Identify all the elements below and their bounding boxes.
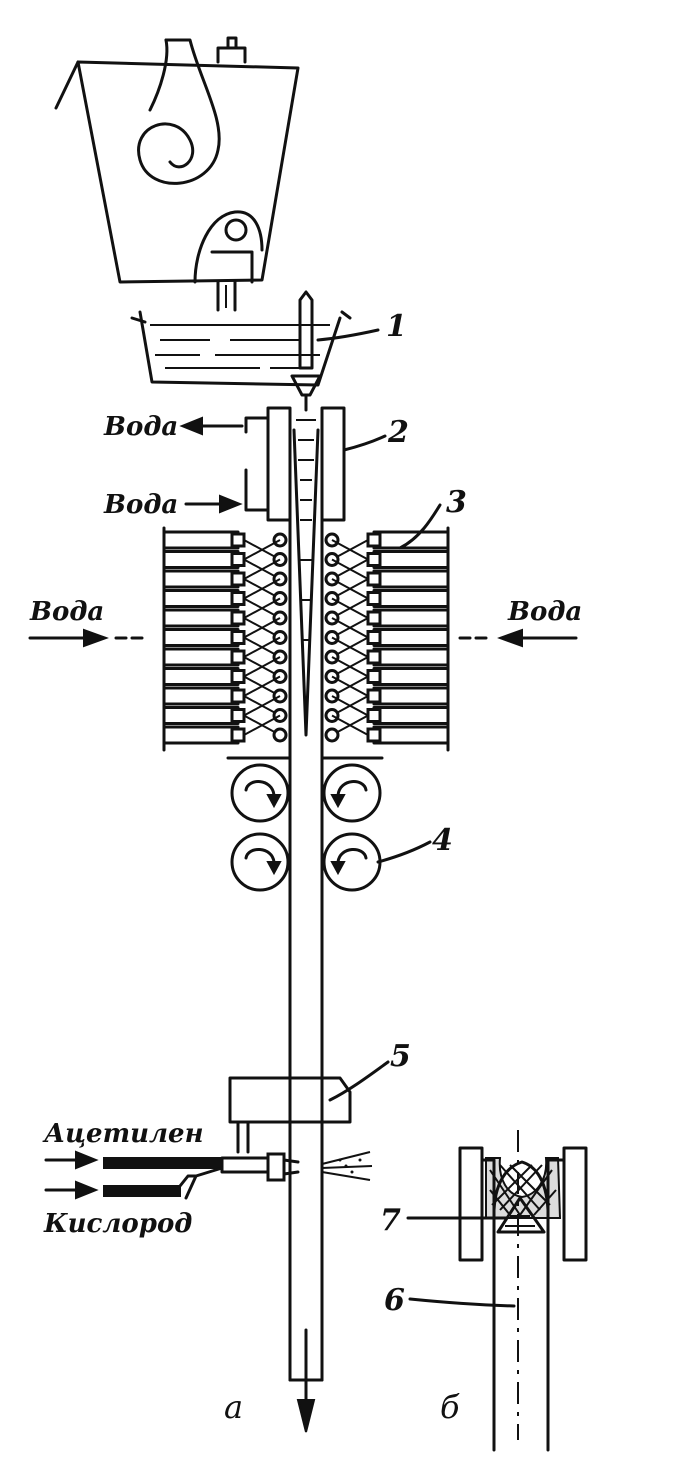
spray-header-left <box>162 667 240 686</box>
spray-header-left <box>162 628 240 647</box>
label-6: 6 <box>384 1283 405 1318</box>
nozzle-left <box>230 571 246 587</box>
mold <box>244 406 346 522</box>
nozzle-right <box>366 552 382 567</box>
nozzle-left <box>230 610 246 626</box>
nozzle-left <box>230 552 246 567</box>
spray-header-right <box>372 647 450 667</box>
caption-b: б <box>440 1388 460 1426</box>
label-5: 5 <box>390 1039 411 1074</box>
nozzle-right <box>366 591 382 606</box>
spray-header-right <box>372 725 450 745</box>
spray-header-right <box>372 569 450 589</box>
nozzle-right <box>366 727 382 743</box>
nozzle-right <box>366 649 382 665</box>
label-acetylene: Ацетилен <box>42 1119 204 1149</box>
flow-arrows <box>28 416 578 1200</box>
spray-header-right <box>372 667 450 686</box>
nozzle-right <box>366 532 382 548</box>
nozzle-left <box>230 591 246 606</box>
leader-lines <box>316 328 516 1308</box>
nozzle-left <box>230 669 246 684</box>
nozzle-left <box>230 630 246 645</box>
nozzle-right <box>366 630 382 645</box>
support-roll-right <box>324 727 340 743</box>
exit-arrowhead <box>296 1399 316 1433</box>
nozzle-left <box>230 688 246 704</box>
spray-header-left <box>162 686 240 706</box>
label-oxygen: Кислород <box>43 1209 192 1239</box>
spray-header-left <box>162 589 240 608</box>
nozzle-right <box>366 610 382 626</box>
nozzle-left <box>230 649 246 665</box>
label-2: 2 <box>387 415 409 450</box>
cutting-unit <box>103 1076 373 1200</box>
nozzle-left <box>230 727 246 743</box>
label-water-out: Вода <box>103 412 178 442</box>
nozzle-right <box>366 708 382 723</box>
cooling-zone <box>162 526 450 760</box>
pinch-rolls <box>230 763 382 892</box>
spray-header-right <box>372 628 450 647</box>
label-1: 1 <box>386 309 407 344</box>
nozzle-right <box>366 688 382 704</box>
label-3: 3 <box>446 485 467 520</box>
spray-header-left <box>162 569 240 589</box>
spray-header-left <box>162 530 240 550</box>
nozzle-right <box>366 669 382 684</box>
nozzle-left <box>230 708 246 723</box>
support-roll-left <box>272 727 288 743</box>
spray-header-right <box>372 550 450 569</box>
tundish <box>130 290 352 412</box>
spray-header-left <box>162 608 240 628</box>
nozzle-left <box>230 532 246 548</box>
spray-header-right <box>372 686 450 706</box>
spray-header-left <box>162 550 240 569</box>
detail-b <box>458 1130 588 1452</box>
ladle <box>54 36 300 312</box>
nozzle-right <box>366 571 382 587</box>
spray-header-left <box>162 706 240 725</box>
spray-header-right <box>372 706 450 725</box>
caption-a: а <box>224 1388 243 1426</box>
spray-header-left <box>162 647 240 667</box>
label-7: 7 <box>380 1203 401 1238</box>
spray-header-left <box>162 725 240 745</box>
spray-header-right <box>372 608 450 628</box>
spray-header-right <box>372 589 450 608</box>
label-water-left: Вода <box>29 597 104 627</box>
strand <box>288 428 324 1382</box>
label-water-in: Вода <box>103 490 178 520</box>
label-water-right: Вода <box>507 597 582 627</box>
label-4: 4 <box>432 823 453 858</box>
